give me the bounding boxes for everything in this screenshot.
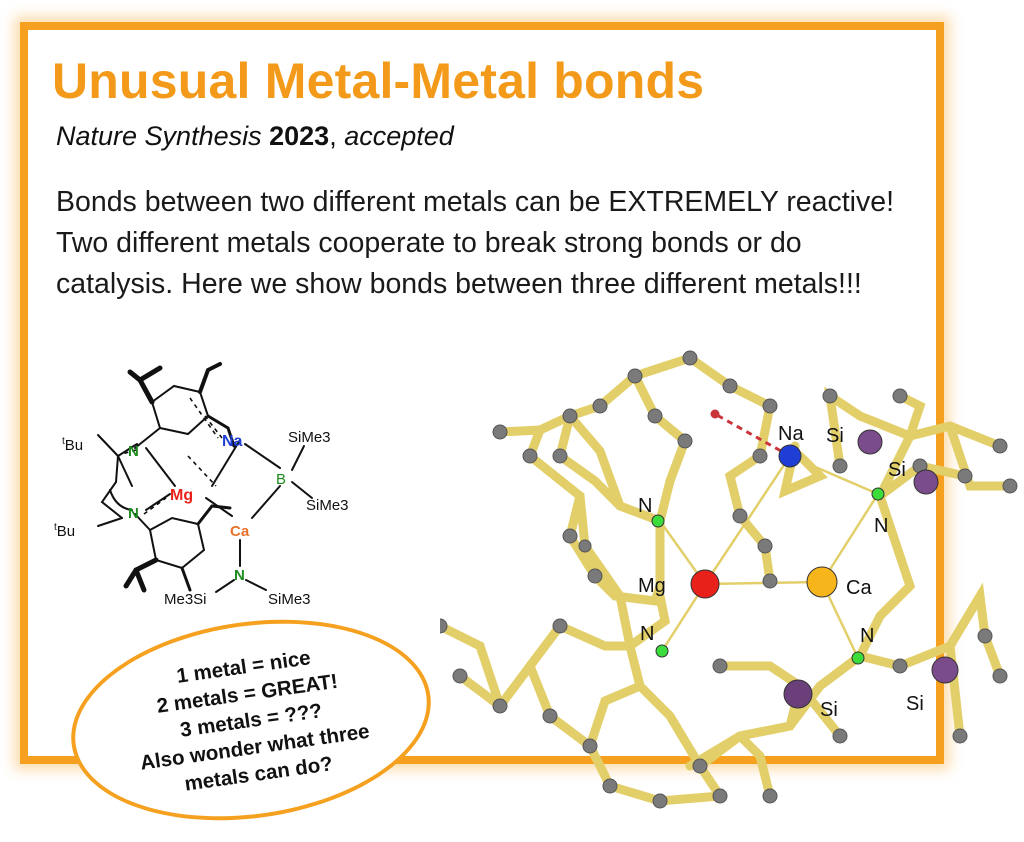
n-atom-label-3: N <box>874 515 888 537</box>
si-atom-label-4: Si <box>906 693 924 715</box>
na-atom-label: Na <box>778 423 804 445</box>
me3si-amide-left-label: Me3Si <box>164 591 207 608</box>
na-label: Na <box>222 433 243 450</box>
tbu-label-top: tBu <box>62 436 83 454</box>
si-atom-label-2: Si <box>888 459 906 481</box>
mg-label: Mg <box>170 487 193 504</box>
ca-atom-label: Ca <box>846 577 872 599</box>
chemical-structure-2d: tBu tBu N N Na Mg B Ca N SiMe3 SiMe3 SiM… <box>54 362 349 608</box>
n-atom-label-2: N <box>640 623 654 645</box>
journal-name: Nature Synthesis <box>56 121 262 151</box>
si-atom-label-3: Si <box>820 699 838 721</box>
description-text: Bonds between two different metals can b… <box>56 186 895 300</box>
n-label-bottom: N <box>128 505 139 522</box>
n-atom-label-1: N <box>638 495 652 517</box>
citation-separator: , <box>329 121 345 151</box>
si-atom-label-1: Si <box>826 425 844 447</box>
mg-atom-label: Mg <box>638 575 666 597</box>
ca-label: Ca <box>230 523 250 540</box>
page-title: Unusual Metal-Metal bonds <box>52 53 705 109</box>
b-label: B <box>276 471 286 488</box>
sime3-right-label: SiMe3 <box>306 497 349 514</box>
crystal-structure-3d: Na Mg Ca Si Si Si Si N N N N <box>440 350 1018 809</box>
tbu-label-bottom: tBu <box>54 522 75 540</box>
publication-status: accepted <box>344 121 454 151</box>
n-label-top: N <box>128 443 139 460</box>
citation: Nature Synthesis 2023, accepted <box>56 121 454 152</box>
n-amide-label: N <box>234 567 245 584</box>
n-atom-label-4: N <box>860 625 874 647</box>
sime3-top-label: SiMe3 <box>288 429 331 446</box>
orange-frame <box>20 22 944 764</box>
sime3-amide-right-label: SiMe3 <box>268 591 311 608</box>
publication-year: 2023 <box>269 121 330 151</box>
